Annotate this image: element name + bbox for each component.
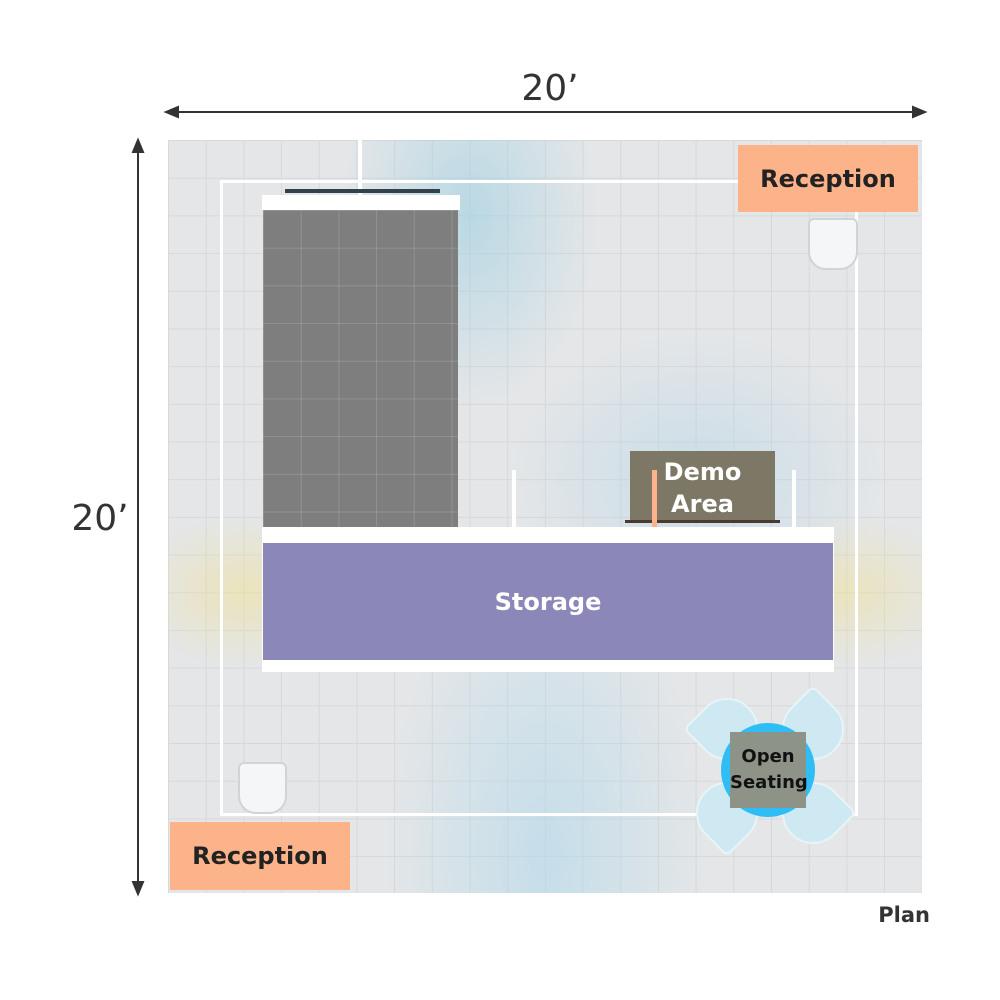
demo-post: [652, 470, 657, 530]
chair-icon: [808, 218, 858, 270]
chair-icon: [238, 762, 287, 814]
display-panel: [263, 210, 458, 533]
post: [792, 470, 796, 530]
depth-dimension: 20’: [71, 498, 129, 539]
header-bar: [285, 189, 440, 193]
width-dimension: 20’: [521, 68, 579, 109]
backwall-top: [262, 195, 460, 210]
post: [512, 470, 516, 530]
reception-top: Reception: [738, 145, 918, 212]
wall-divider: [358, 140, 362, 206]
demo-base: [625, 520, 780, 523]
reception-bottom: Reception: [170, 822, 350, 890]
booth-outline: [220, 180, 858, 816]
storage-area: Storage: [263, 543, 833, 660]
plan-label: Plan: [878, 903, 930, 927]
